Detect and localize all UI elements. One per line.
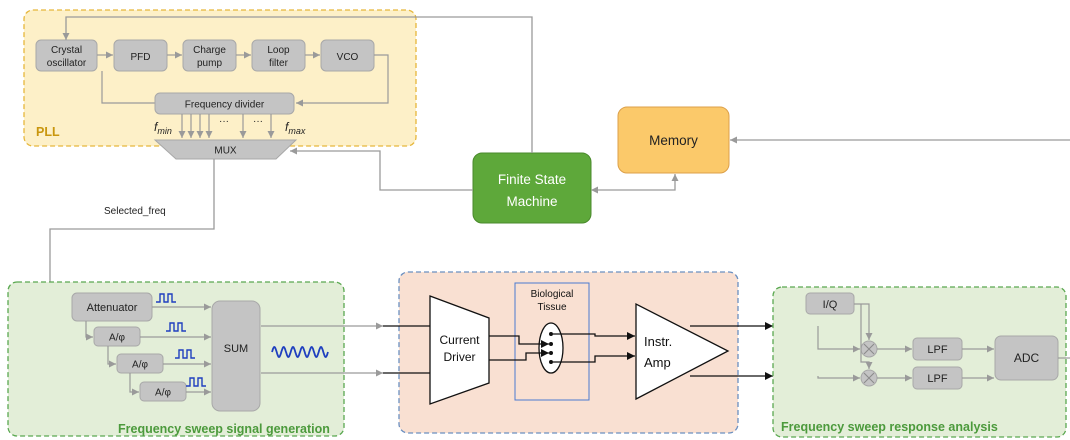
loop-filter-label-2: filter (269, 58, 289, 69)
instrumentation-amp-label: Instr. (644, 334, 672, 349)
mux-label: MUX (214, 146, 237, 157)
mixer-icon-2-cross (863, 372, 875, 384)
wire-input-to-mixer2 (817, 374, 860, 382)
wire-divider-to-pfd (101, 71, 155, 104)
charge-pump-label: Charge (193, 45, 226, 56)
loop-filter-label: Loop (267, 45, 290, 56)
generation-title: Frequency sweep signal generation (118, 422, 330, 436)
wire-fsm-to-pll (62, 16, 533, 153)
wire-aphi1-to-aphi2 (107, 346, 116, 368)
analysis-group (772, 286, 1067, 438)
aphi-label-3: A/φ (155, 388, 171, 399)
wire-vco-to-divider (296, 54, 389, 107)
frequency-divider-block (154, 92, 295, 115)
mux-block (153, 139, 298, 160)
electrode-dot-2 (549, 342, 553, 346)
wire-driver-to-tissue-2 (489, 349, 549, 361)
aphi-label-2: A/φ (132, 360, 148, 371)
fsm-block (472, 152, 592, 224)
crystal-oscillator-label-2: oscillator (47, 58, 87, 69)
square-wave-icon-1 (156, 293, 176, 303)
sine-wave-icon (271, 346, 329, 358)
vco-label: VCO (337, 52, 359, 63)
sum-label: SUM (224, 343, 248, 355)
wire-tissue-to-amp-1 (553, 332, 635, 340)
wire-tissue-to-amp-2 (553, 352, 635, 363)
fmax-label: fmax (285, 120, 306, 136)
aphi-label-1: A/φ (109, 333, 125, 344)
wire-iq-to-mixer1 (854, 303, 873, 340)
biological-tissue-box (514, 282, 590, 401)
wire-driver-to-tissue-1 (489, 335, 549, 348)
biological-tissue-label-2: Tissue (537, 302, 567, 313)
instrumentation-amp-label-2: Amp (644, 355, 671, 370)
memory-label: Memory (649, 133, 698, 148)
fmin-label: fmin (154, 120, 172, 136)
wire-aphi2-to-aphi3 (129, 373, 139, 396)
fsm-label-2: Machine (506, 194, 557, 209)
electrode-dot-4 (549, 360, 553, 364)
frequency-divider-label: Frequency divider (185, 100, 265, 111)
mixer-icon-1-cross (863, 343, 875, 355)
generation-group (7, 281, 345, 437)
wire-fsm-memory (591, 174, 679, 194)
divider-ellipsis-1: ··· (219, 116, 229, 127)
square-wave-icon-4 (186, 377, 206, 387)
biological-tissue-label: Biological (531, 289, 574, 300)
electrode-dot-1 (549, 332, 553, 336)
sum-block (211, 300, 261, 412)
wire-iq-to-mixer2 (860, 304, 873, 369)
square-wave-icon-2 (166, 322, 186, 332)
current-driver-label-2: Driver (444, 350, 476, 364)
current-driver-block (429, 295, 490, 405)
wire-fsm-to-mux (290, 147, 473, 191)
analysis-title: Frequency sweep response analysis (781, 420, 998, 434)
electrode-dot-3 (549, 351, 553, 355)
crystal-oscillator-label: Crystal (51, 45, 82, 56)
selected-freq-label: Selected_freq (104, 206, 166, 217)
wire-attenuator-to-aphi1 (85, 321, 93, 341)
square-wave-icon-3 (175, 349, 195, 359)
current-driver-label: Current (439, 333, 480, 347)
memory-block (617, 106, 730, 174)
adc-label: ADC (1014, 351, 1040, 365)
instrumentation-amp-block (635, 302, 730, 401)
divider-ellipsis-2: ··· (253, 116, 263, 127)
charge-pump-label-2: pump (197, 58, 222, 69)
lpf-label-2: LPF (927, 373, 947, 385)
iq-label: I/Q (823, 299, 838, 311)
wire-input-to-mixer1 (817, 326, 860, 353)
attenuator-label: Attenuator (87, 302, 138, 314)
fsm-label: Finite State (498, 172, 566, 187)
tissue-electrodes (538, 322, 564, 374)
lpf-label-1: LPF (927, 344, 947, 356)
pfd-label: PFD (131, 52, 151, 63)
pll-title: PLL (36, 125, 60, 139)
